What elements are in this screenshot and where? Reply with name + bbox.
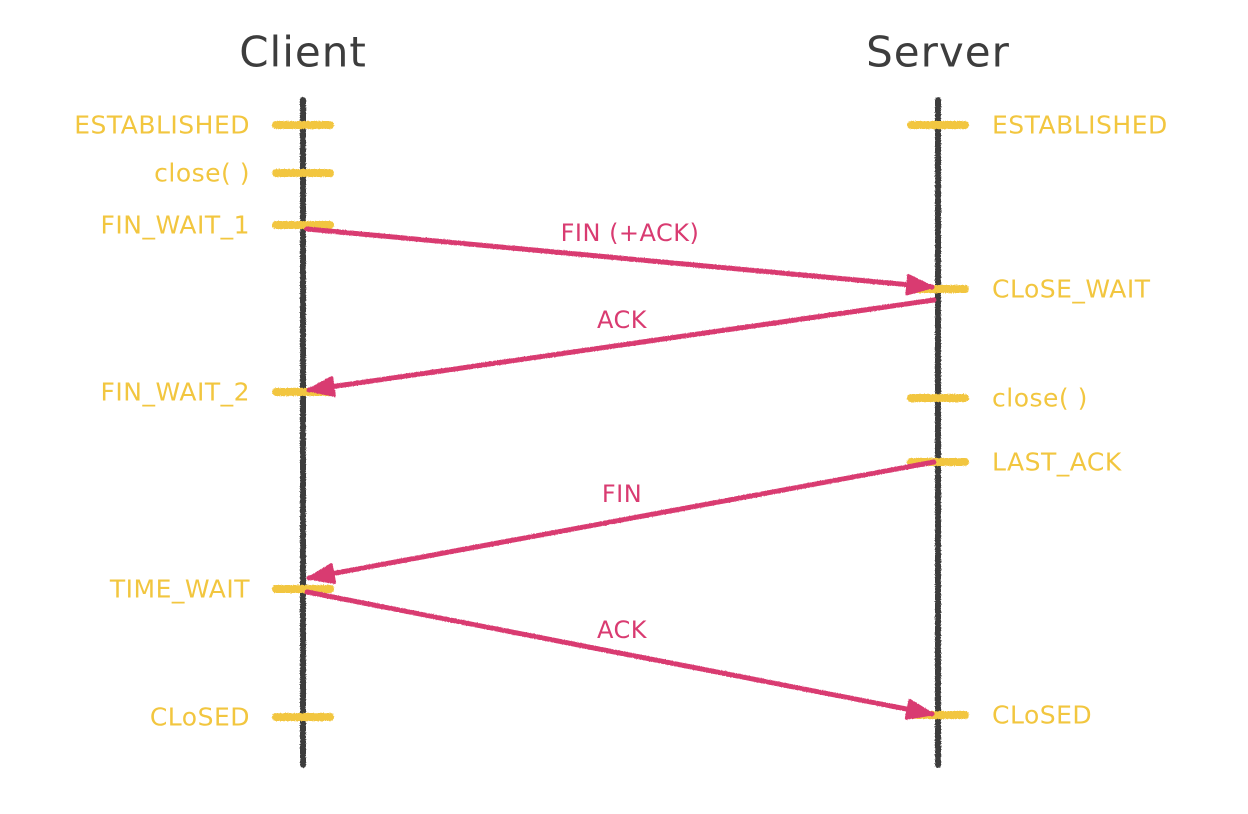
message-arrow [306, 297, 937, 398]
message-arrows-group [304, 226, 937, 720]
state-label-server: LAST_ACK [992, 447, 1122, 477]
lifelines-group [300, 97, 941, 768]
message-label: ACK [597, 616, 647, 644]
state-label-server: ESTABLISHED [992, 110, 1168, 140]
state-ticks-group [272, 121, 969, 721]
message-label: FIN [601, 480, 643, 508]
state-label-server: close( ) [992, 383, 1088, 413]
state-label-client: TIME_WAIT [109, 574, 250, 604]
message-label: FIN (+ACK) [560, 219, 700, 247]
state-label-client: ESTABLISHED [74, 110, 250, 140]
lane-title-client: Client [239, 27, 367, 77]
message-arrow [304, 226, 935, 296]
state-label-server: CLoSED [992, 700, 1093, 730]
state-label-client: close( ) [154, 158, 250, 188]
arrow-head-icon [904, 698, 934, 720]
message-arrow [304, 589, 935, 720]
message-label: ACK [597, 306, 647, 334]
lane-title-server: Server [866, 27, 1010, 77]
state-label-server: CLoSE_WAIT [992, 274, 1151, 304]
state-label-client: CLoSED [149, 702, 250, 732]
state-label-client: FIN_WAIT_1 [100, 210, 250, 240]
arrow-head-icon [307, 563, 337, 585]
arrow-head-icon [307, 375, 336, 398]
message-arrow [306, 459, 937, 585]
arrow-head-icon [905, 274, 934, 296]
state-label-client: FIN_WAIT_2 [100, 377, 250, 407]
